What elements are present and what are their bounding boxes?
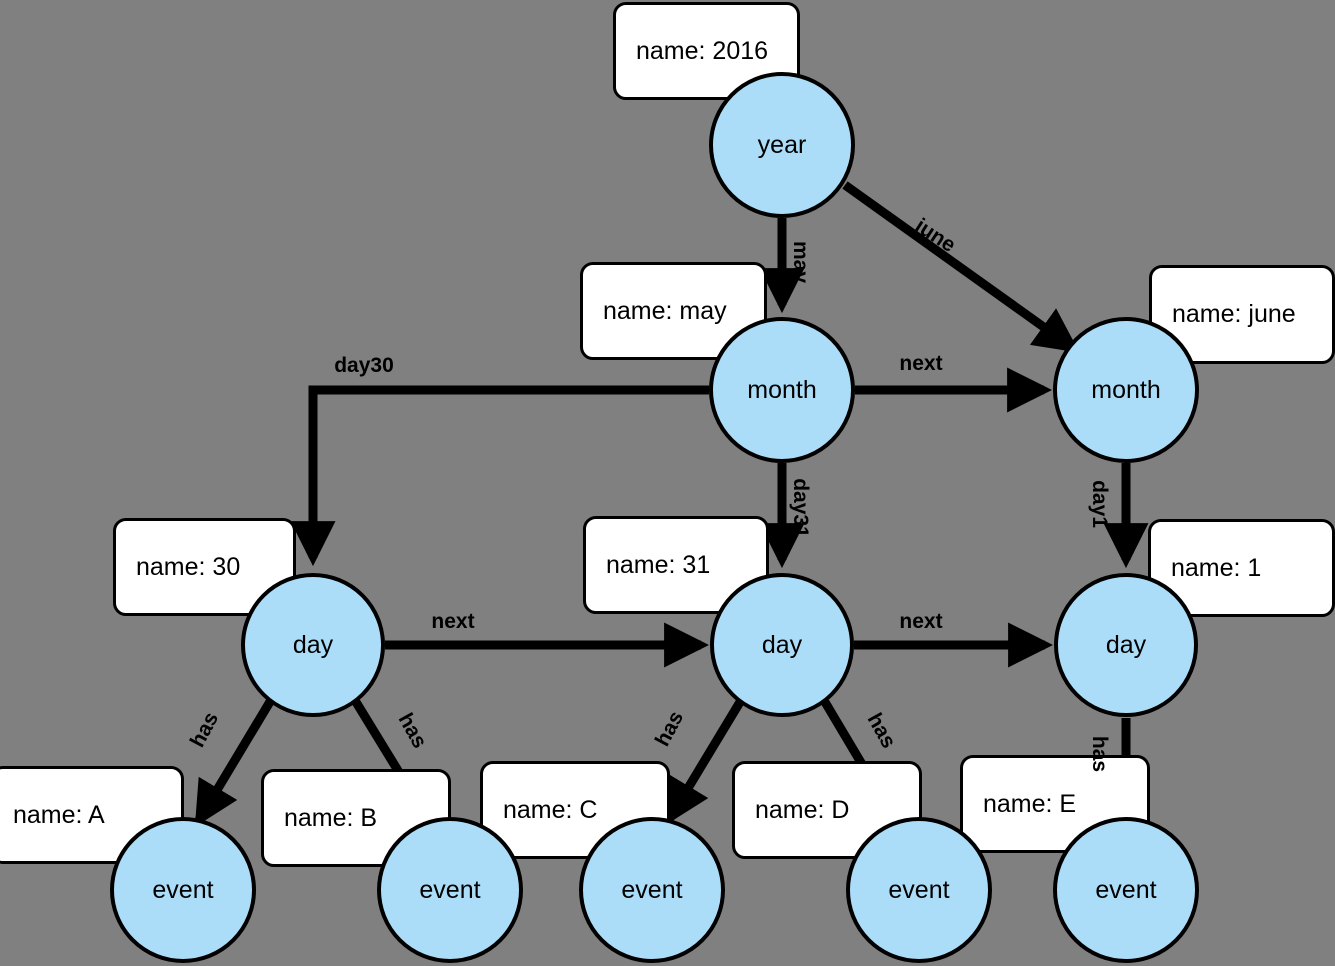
node-label: year bbox=[757, 130, 807, 159]
edge-label-e-day30: day30 bbox=[334, 354, 394, 377]
edge-label-e-may: may bbox=[789, 240, 812, 284]
property-text: name: 30 bbox=[136, 552, 241, 581]
property-text: name: may bbox=[603, 296, 727, 325]
node-label: month bbox=[747, 375, 817, 404]
property-text: name: E bbox=[983, 789, 1077, 818]
edge-label-e-next2: next bbox=[431, 610, 475, 633]
property-text: name: 1 bbox=[1171, 553, 1262, 582]
property-text: name: D bbox=[755, 795, 850, 824]
property-text: name: B bbox=[284, 803, 378, 832]
node-label: day bbox=[761, 630, 803, 659]
node-day31[interactable]: day bbox=[710, 573, 854, 717]
edge-e-hasA bbox=[194, 697, 275, 827]
edge-label-e-day31: day31 bbox=[789, 478, 812, 538]
node-label: day bbox=[1105, 630, 1147, 659]
edge-label-e-day1: day1 bbox=[1088, 480, 1111, 528]
node-eventE[interactable]: event bbox=[1053, 817, 1199, 963]
node-label: month bbox=[1091, 375, 1161, 404]
property-text: name: A bbox=[13, 800, 105, 829]
edge-label-e-hasA: has bbox=[185, 708, 224, 752]
node-eventC[interactable]: event bbox=[579, 817, 725, 963]
node-label: event bbox=[621, 875, 683, 904]
node-label: event bbox=[419, 875, 481, 904]
property-box-year2016: name: 2016 bbox=[613, 2, 800, 100]
node-label: event bbox=[152, 875, 214, 904]
edge-label-e-next1: next bbox=[899, 352, 943, 375]
node-label: day bbox=[292, 630, 334, 659]
edge-label-e-hasC: has bbox=[650, 707, 689, 751]
node-monthMay[interactable]: month bbox=[709, 317, 855, 463]
edge-e-hasC bbox=[665, 699, 744, 825]
property-text: name: june bbox=[1172, 300, 1296, 328]
node-eventD[interactable]: event bbox=[846, 817, 992, 963]
node-day30[interactable]: day bbox=[241, 573, 385, 717]
property-text: name: C bbox=[503, 795, 598, 824]
node-year2016[interactable]: year bbox=[709, 72, 855, 218]
node-monthJune[interactable]: month bbox=[1053, 317, 1199, 463]
edge-label-e-june: june bbox=[910, 214, 960, 257]
edge-label-e-next3: next bbox=[899, 610, 943, 633]
property-text: name: 2016 bbox=[636, 36, 769, 65]
edge-label-e-hasB: has bbox=[393, 709, 432, 753]
property-text: name: 31 bbox=[606, 550, 711, 579]
edge-label-e-hasE: has bbox=[1088, 735, 1111, 773]
node-eventB[interactable]: event bbox=[377, 817, 523, 963]
property-box-eventC: name: C bbox=[480, 761, 670, 859]
edge-e-june bbox=[842, 181, 1080, 353]
node-day1[interactable]: day bbox=[1054, 573, 1198, 717]
node-eventA[interactable]: event bbox=[110, 817, 256, 963]
node-label: event bbox=[888, 875, 950, 904]
edge-e-day30 bbox=[290, 385, 709, 567]
edge-label-e-hasD: has bbox=[862, 709, 901, 753]
node-label: event bbox=[1095, 875, 1157, 904]
